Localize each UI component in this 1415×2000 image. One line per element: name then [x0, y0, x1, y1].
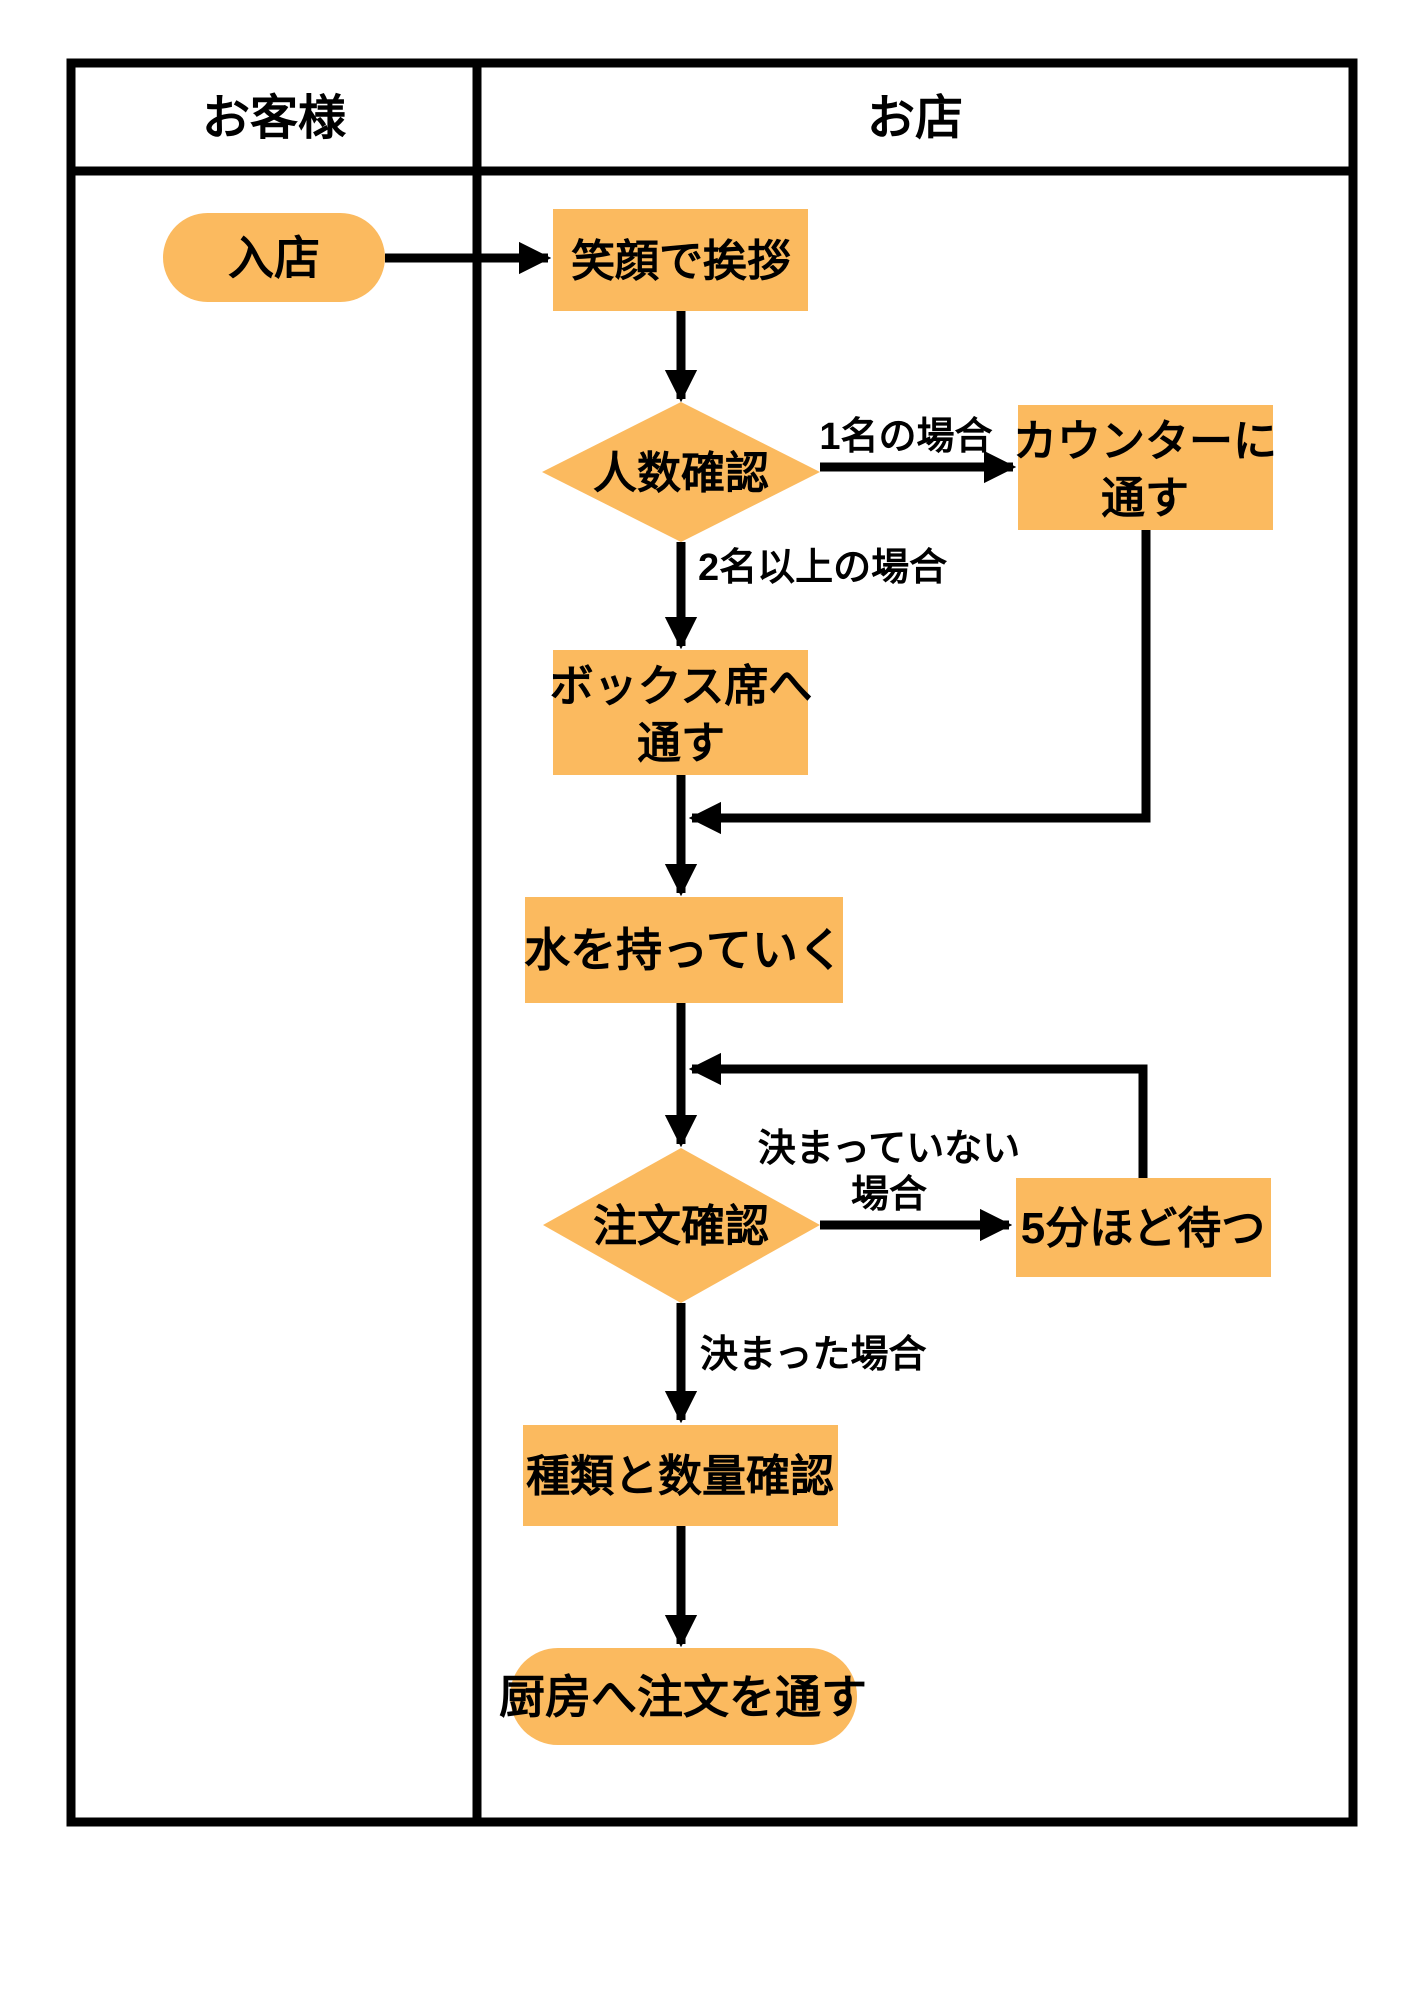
edge-label-not-decided-line2: 場合	[851, 1174, 927, 1216]
lane-header-customer: お客様	[202, 92, 347, 145]
type-quantity-label: 種類と数量確認	[526, 1452, 834, 1501]
node-type-quantity-check: 種類と数量確認	[523, 1425, 838, 1526]
edge-label-two-or-more: 2名以上の場合	[698, 547, 947, 589]
edge-label-not-decided-line1: 決まっていない	[758, 1128, 1021, 1170]
swimlane-outer-border	[66, 58, 1358, 1827]
edge-labels: 1名の場合 2名以上の場合 決まっていない 場合 決まった場合	[698, 416, 1020, 1376]
enter-store-label: 入店	[228, 232, 320, 284]
counter-seat-label-line2: 通す	[1101, 474, 1189, 523]
connectors	[385, 241, 1151, 1648]
counter-seat-process-shape	[1018, 405, 1273, 530]
order-check-label: 注文確認	[593, 1202, 769, 1251]
type-quantity-process-shape	[523, 1425, 838, 1526]
node-send-to-kitchen: 厨房へ注文を通す	[499, 1648, 867, 1745]
node-box-seat: ボックス席へ 通す	[550, 650, 813, 775]
swimlane-frame: お客様 お店	[66, 58, 1358, 1827]
edge-wait-loop-back	[688, 1052, 1148, 1178]
node-wait-5min: 5分ほど待つ	[1016, 1178, 1271, 1277]
greet-label: 笑顔で挨拶	[571, 237, 791, 286]
count-check-decision-shape	[542, 402, 820, 542]
wait-5min-process-shape	[1016, 1178, 1271, 1277]
node-greet: 笑顔で挨拶	[553, 209, 808, 311]
lane-header-shop: お店	[867, 92, 963, 145]
bring-water-label: 水を持っていく	[524, 924, 844, 976]
counter-seat-label-line1: カウンターに	[1013, 417, 1277, 466]
send-to-kitchen-terminator-shape	[510, 1648, 857, 1745]
greet-process-shape	[553, 209, 808, 311]
edge-counter-merge	[688, 530, 1151, 835]
node-bring-water: 水を持っていく	[524, 897, 844, 1003]
box-seat-process-shape	[553, 650, 808, 775]
decision-order-check: 注文確認	[543, 1148, 820, 1303]
bring-water-process-shape	[525, 897, 843, 1003]
wait-5min-label: 5分ほど待つ	[1021, 1204, 1265, 1253]
enter-store-terminator-shape	[163, 213, 385, 302]
node-enter-store: 入店	[163, 213, 385, 302]
order-check-decision-shape	[543, 1148, 820, 1303]
box-seat-label-line1: ボックス席へ	[550, 662, 813, 711]
edge-label-decided: 決まった場合	[700, 1334, 926, 1376]
box-seat-label-line2: 通す	[637, 719, 725, 768]
send-to-kitchen-label: 厨房へ注文を通す	[499, 1671, 867, 1723]
node-counter-seat: カウンターに 通す	[1013, 405, 1277, 530]
edge-label-one-person: 1名の場合	[819, 416, 992, 458]
count-check-label: 人数確認	[593, 449, 769, 498]
decision-count-check: 人数確認	[542, 402, 820, 542]
